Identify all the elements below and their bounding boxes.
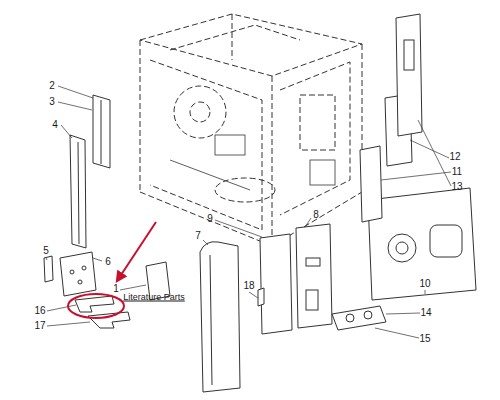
parts-stroke (88, 312, 130, 328)
parts-stroke (368, 188, 476, 300)
callout-number: 1 (113, 284, 119, 294)
parts-stroke (200, 242, 240, 392)
leader-lines-stroke (375, 328, 419, 338)
callout-number: 5 (43, 246, 49, 256)
cabinet-detail-stroke (215, 135, 245, 155)
parts (44, 14, 476, 392)
cabinet-detail (170, 135, 335, 190)
parts-stroke (388, 234, 416, 262)
cabinet-stroke (170, 25, 300, 50)
parts-stroke (70, 270, 74, 274)
parts-stroke (78, 142, 79, 244)
callout-number: 10 (419, 279, 430, 289)
callout-number: 2 (49, 81, 55, 91)
parts-stroke (306, 290, 318, 310)
cabinet-stroke (280, 62, 350, 215)
leader-lines-stroke (58, 86, 93, 98)
cabinet (140, 14, 362, 246)
callout-number: 4 (52, 120, 58, 130)
cabinet-stroke (140, 14, 362, 76)
highlight-stroke (68, 294, 124, 318)
callout-number: 16 (34, 306, 45, 316)
leader-lines-stroke (305, 218, 311, 227)
leader-lines-stroke (386, 313, 420, 314)
cabinet-stroke (300, 95, 335, 150)
callout-number: 13 (451, 182, 462, 192)
callout-number: 18 (243, 281, 254, 291)
parts-stroke (60, 252, 96, 296)
parts-stroke (332, 306, 386, 330)
leader-lines (46, 86, 451, 338)
highlight (68, 222, 156, 318)
callout-number: 9 (207, 214, 213, 224)
parts-stroke (78, 280, 82, 284)
callout-number: 14 (420, 308, 431, 318)
callout-number: 7 (195, 231, 201, 241)
callout-number: 6 (105, 257, 111, 267)
leader-lines-stroke (425, 290, 426, 294)
cabinet-stroke (272, 76, 273, 246)
parts-stroke (396, 242, 408, 254)
leader-lines-stroke (120, 285, 146, 290)
parts-stroke (260, 234, 292, 334)
parts-stroke (93, 95, 110, 168)
callout-number: 12 (449, 152, 460, 162)
leader-lines-stroke (47, 305, 76, 311)
parts-stroke (101, 100, 102, 164)
literature-label: Literature Parts (123, 293, 185, 302)
parts-stroke (82, 266, 86, 270)
leader-lines-stroke (203, 240, 208, 245)
parts-stroke (210, 255, 212, 385)
leader-lines-stroke (58, 102, 92, 110)
parts-stroke (306, 258, 320, 266)
callout-number: 17 (34, 321, 45, 331)
parts-stroke (346, 314, 354, 322)
leader-lines-stroke (215, 220, 262, 237)
leader-lines-stroke (61, 125, 72, 138)
highlight-stroke (117, 222, 156, 281)
callout-number: 15 (419, 334, 430, 344)
parts-stroke (258, 288, 264, 306)
leader-lines-stroke (93, 258, 102, 261)
parts-stroke (296, 224, 332, 328)
parts-stroke (75, 296, 114, 312)
cabinet-stroke (174, 86, 226, 138)
parts-stroke (44, 256, 53, 282)
cabinet-stroke (150, 60, 262, 230)
parts-stroke (70, 135, 86, 248)
cabinet-detail-stroke (170, 160, 250, 190)
leader-lines-stroke (46, 258, 47, 260)
cabinet-stroke (232, 14, 233, 60)
leader-lines-stroke (249, 292, 258, 298)
parts-stroke (430, 225, 462, 257)
leader-lines-stroke (418, 120, 451, 186)
cabinet-stroke (190, 102, 210, 122)
cabinet-stroke (140, 40, 141, 192)
cabinet-stroke (215, 178, 275, 202)
callout-number: 11 (452, 167, 462, 177)
leader-lines-stroke (410, 140, 449, 158)
parts-stroke (396, 14, 422, 136)
leader-lines-stroke (47, 322, 90, 326)
parts-stroke (364, 311, 372, 319)
callout-number: 8 (313, 210, 319, 220)
parts-stroke (360, 146, 382, 222)
callout-number: 3 (49, 97, 55, 107)
cabinet-detail-stroke (310, 160, 335, 185)
leader-lines-stroke (381, 172, 451, 180)
parts-stroke (404, 40, 414, 70)
